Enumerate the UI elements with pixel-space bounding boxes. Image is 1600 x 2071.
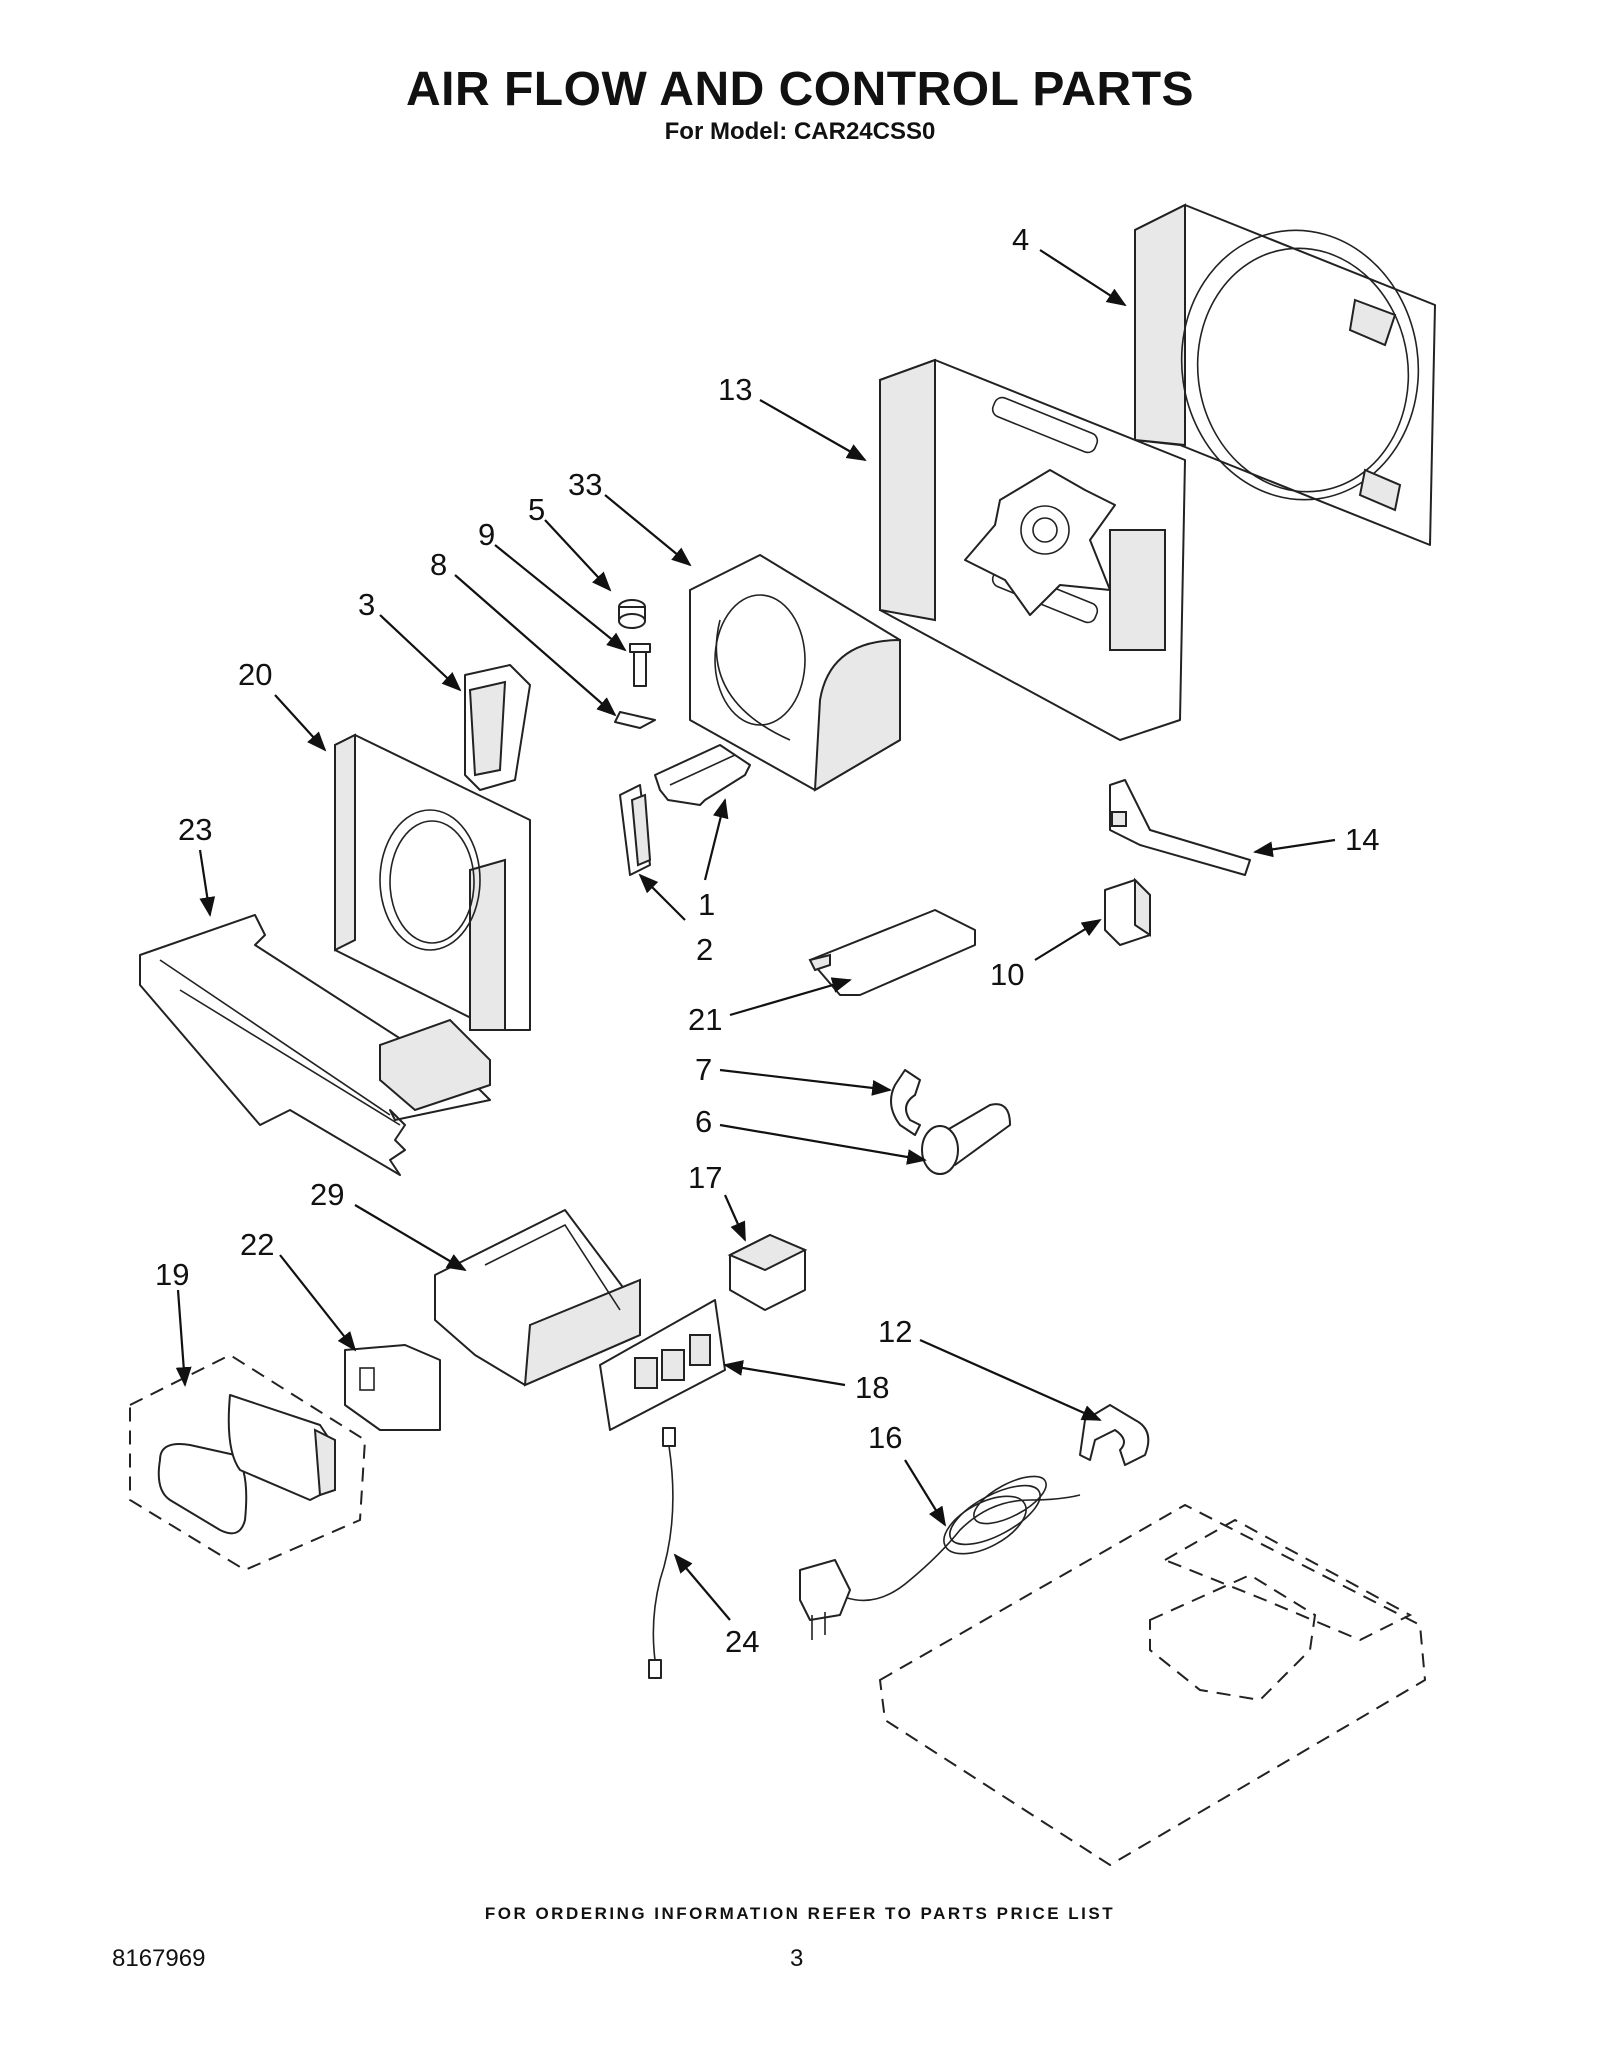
callout-2: 2 <box>696 932 713 967</box>
part-16-power-cord <box>799 1475 1081 1640</box>
part-8-clip <box>614 711 656 729</box>
callout-21: 21 <box>688 1002 722 1037</box>
part-4-shroud-panel <box>1134 203 1436 546</box>
callout-1: 1 <box>698 887 715 922</box>
part-7-strap <box>890 1069 921 1136</box>
part-14-control-rod <box>1109 779 1251 876</box>
callout-12: 12 <box>878 1314 912 1349</box>
part-23-base-pan <box>139 914 491 1176</box>
callout-17: 17 <box>688 1160 722 1195</box>
part-3-bracket <box>464 664 531 791</box>
callout-10: 10 <box>990 957 1024 992</box>
part-33-blower-housing <box>689 554 901 792</box>
part-24-wire-harness <box>648 1427 676 1679</box>
callout-4: 4 <box>1012 222 1029 257</box>
callout-29: 29 <box>310 1177 344 1212</box>
part-13-bulkhead <box>879 358 1186 741</box>
cabinet-base-outline <box>878 1503 1427 1867</box>
part-12-clamp <box>1079 1404 1150 1466</box>
part-20-evaporator-panel <box>334 733 531 1031</box>
callout-7: 7 <box>695 1052 712 1087</box>
part-21-plate <box>808 909 976 996</box>
part-17-relay <box>727 1233 808 1311</box>
model-subtitle: For Model: CAR24CSS0 <box>664 118 936 145</box>
callout-5: 5 <box>528 492 545 527</box>
part-10-module <box>1104 877 1151 946</box>
callout-14: 14 <box>1345 822 1379 857</box>
callout-3: 3 <box>358 587 375 622</box>
part-18-circuit-board <box>599 1299 726 1431</box>
part-19-filter-assembly <box>129 1353 367 1572</box>
callout-13: 13 <box>718 372 752 407</box>
part-9-bracket <box>629 643 651 687</box>
callout-33: 33 <box>568 467 602 502</box>
page-title: AIR FLOW AND CONTROL PARTS <box>405 63 1195 116</box>
part-6-capacitor <box>921 1103 1011 1175</box>
callout-8: 8 <box>430 547 447 582</box>
part-22-panel <box>344 1344 441 1431</box>
callout-23: 23 <box>178 812 212 847</box>
document-number: 8167969 <box>112 1945 206 1972</box>
part-29-control-box <box>434 1209 641 1387</box>
callout-20: 20 <box>238 657 272 692</box>
callout-18: 18 <box>855 1370 889 1405</box>
callout-16: 16 <box>868 1420 902 1455</box>
ordering-note: FOR ORDERING INFORMATION REFER TO PARTS … <box>484 1904 1116 1923</box>
callout-labels: 4 13 33 5 9 8 3 20 23 1 2 14 10 21 7 6 1… <box>155 222 1379 1659</box>
callout-9: 9 <box>478 517 495 552</box>
part-2-bracket <box>619 784 652 876</box>
part-5-cap <box>618 599 646 629</box>
callout-19: 19 <box>155 1257 189 1292</box>
callout-22: 22 <box>240 1227 274 1262</box>
callout-6: 6 <box>695 1104 712 1139</box>
callout-24: 24 <box>725 1624 759 1659</box>
part-1-duct-bracket <box>654 744 751 806</box>
page-number: 3 <box>790 1945 804 1972</box>
leader-lines <box>175 249 1336 1621</box>
